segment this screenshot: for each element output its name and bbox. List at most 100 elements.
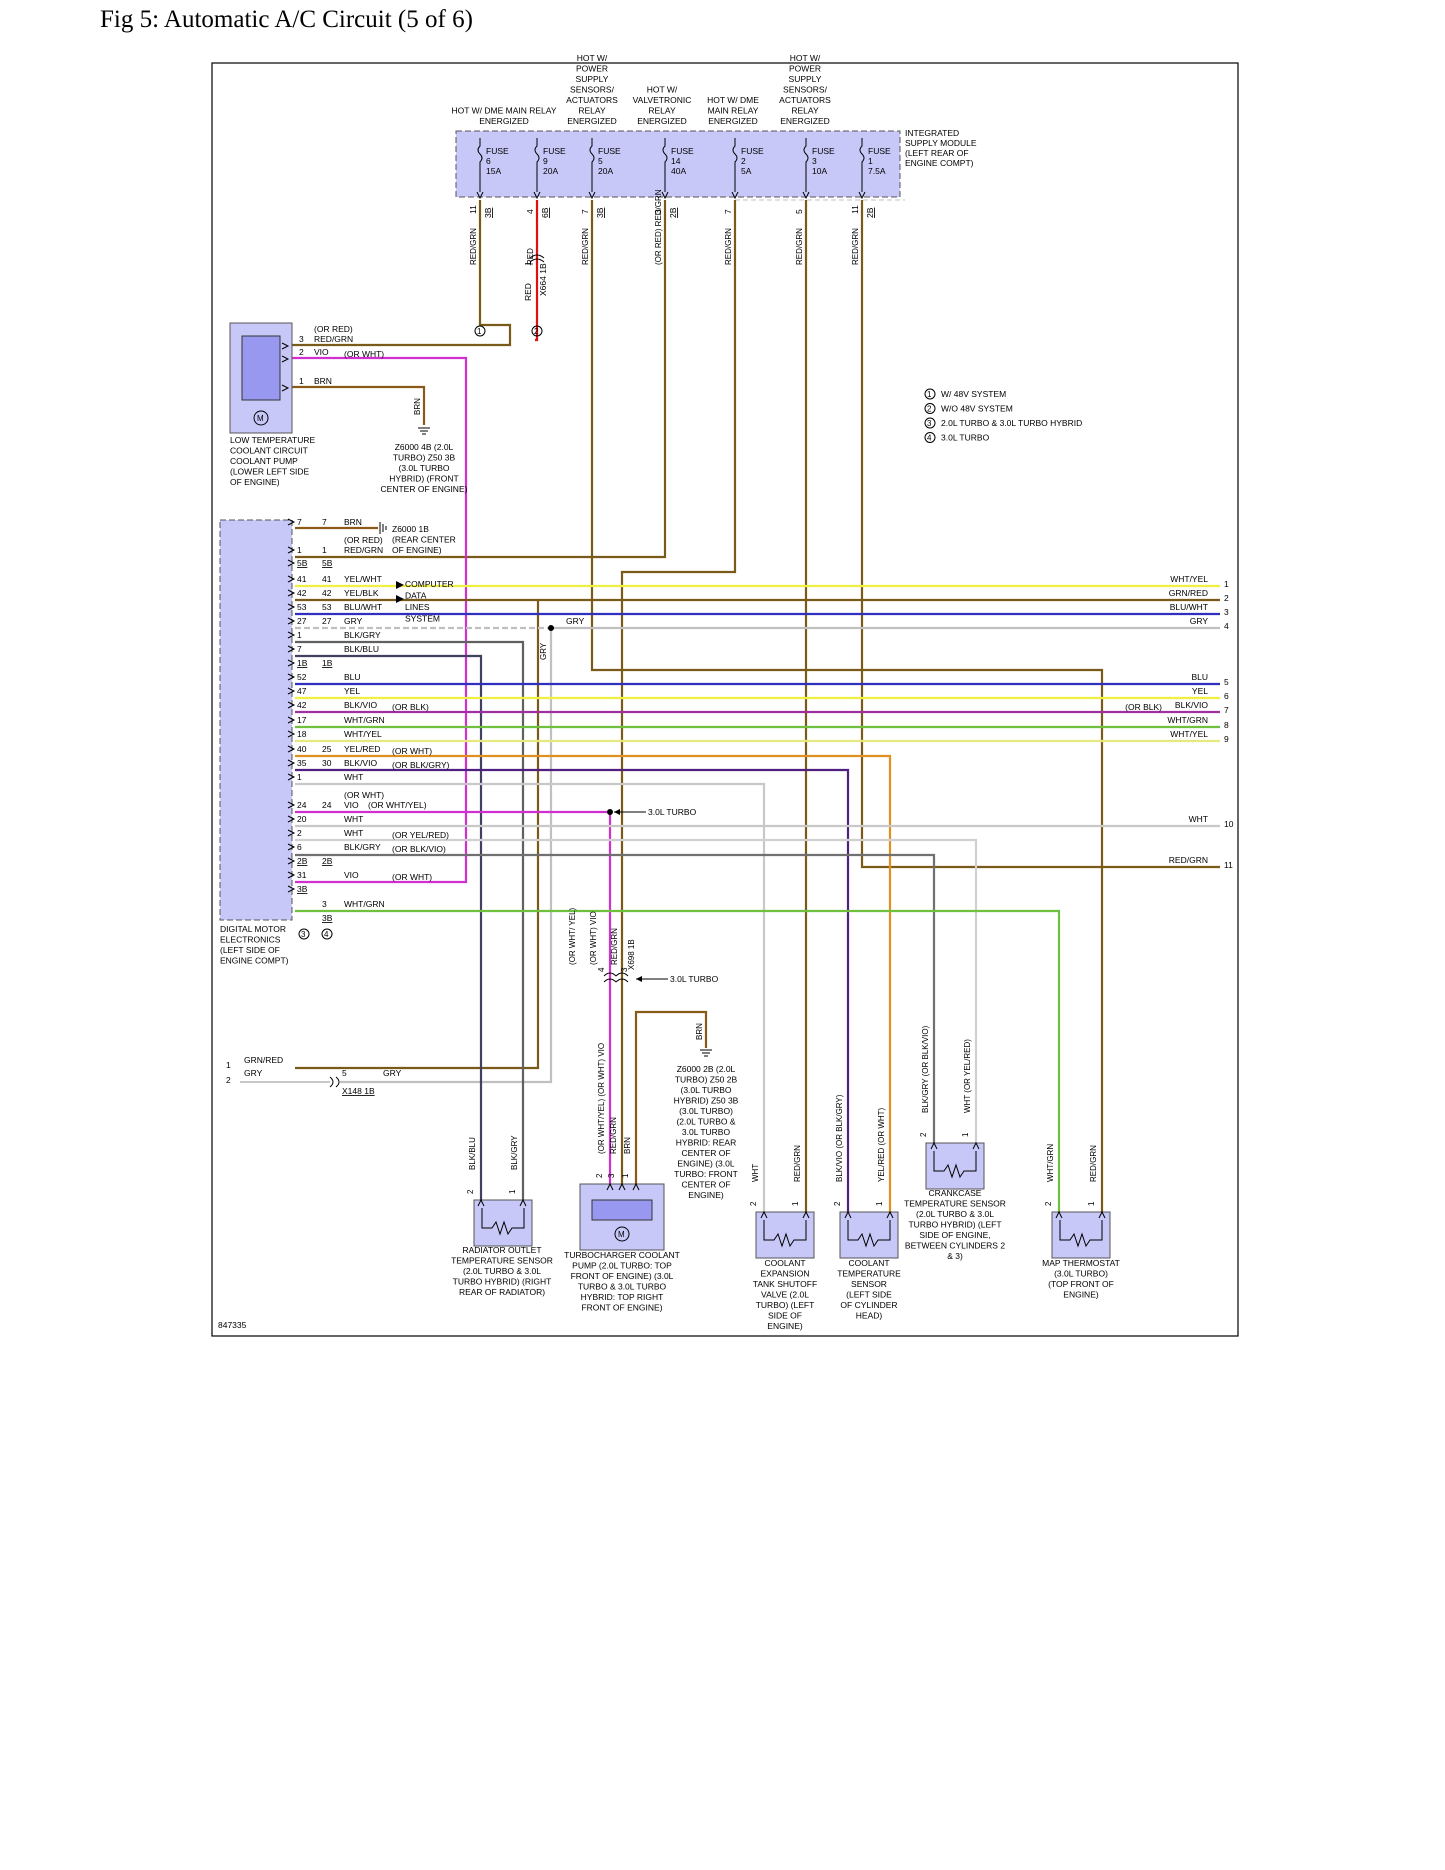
dme-wire: YEL/RED (344, 744, 380, 754)
diagram-frame (211, 62, 1239, 1337)
fuse-symbol (732, 138, 738, 192)
dme-pin-a: 42 (297, 700, 307, 710)
diagram-id: 847335 (218, 1320, 247, 1330)
dme-pin-a: 27 (297, 616, 307, 626)
dme-pin-a: 35 (297, 758, 307, 768)
sensor-wire: RED/GRN (793, 1145, 802, 1182)
dme-wire: BLU/WHT (344, 602, 382, 612)
dme-pin-b: 5B (322, 558, 333, 568)
dme-pin-a: 2B (297, 856, 308, 866)
dme-alt: (OR BLK/VIO) (392, 844, 446, 854)
fuse-pin: 11 (468, 205, 478, 214)
dme-pin-a: 1B (297, 658, 308, 668)
dme-pin-a: 53 (297, 602, 307, 612)
dme-pin-b: 42 (322, 588, 332, 598)
dme-alt: (OR YEL/RED) (392, 830, 449, 840)
dme-pin-b: 2B (322, 856, 333, 866)
sensor-wire: YEL/RED (OR WHT) (877, 1107, 886, 1182)
right-wire-number: 2 (1224, 593, 1229, 603)
sensor-wire: WHT/GRN (1046, 1144, 1055, 1182)
dme-alt: (OR BLK/GRY) (392, 760, 450, 770)
sensor-pin: 1 (875, 1201, 884, 1206)
sensor-pin: 3 (607, 1173, 616, 1178)
pump-low-pin: 2 (299, 347, 304, 357)
dme-wire: BLK/GRY (344, 630, 381, 640)
dme-pin-a: 20 (297, 814, 307, 824)
dme-pin-b: 3B (322, 913, 333, 923)
sensor-pin: 2 (595, 1173, 604, 1178)
legend-number: 3 (927, 419, 932, 428)
legend-text: W/O 48V SYSTEM (941, 404, 1013, 414)
sensor-wire: BLK/BLU (468, 1137, 477, 1170)
dme-wire: YEL (344, 686, 360, 696)
dme-alt: (OR BLK) (392, 702, 429, 712)
legend-text: W/ 48V SYSTEM (941, 389, 1006, 399)
sensor-element-icon (933, 1151, 977, 1179)
dme-pin-a: 2 (297, 828, 302, 838)
fuse-symbol (859, 138, 865, 192)
fuse-pin: 7 (723, 209, 733, 214)
ground-4b-wire: BRN (413, 398, 422, 415)
motor-icon (614, 1226, 630, 1242)
gry-splice-down-label: GRY (539, 642, 548, 660)
legend-marker (924, 388, 936, 400)
dme-wire: WHT (344, 814, 363, 824)
dme-alt: (OR WHT) (392, 872, 432, 882)
dme-pin-a: 24 (297, 800, 307, 810)
connector-x664: 1 X664 1B RED (523, 254, 548, 301)
x148-left-2: 2 (226, 1075, 231, 1085)
sensor-wire: BLK/GRY (OR BLK/VIO) (921, 1025, 930, 1113)
dme-wire: WHT/GRN (344, 715, 385, 725)
dme-pin-b: 27 (322, 616, 332, 626)
dme-pin-b: 41 (322, 574, 332, 584)
connector-x148: 1 GRN/RED 2 GRY 5 GRY X148 1B (226, 1055, 402, 1096)
fuse-wire: RED/GRN (795, 228, 804, 265)
dme-alt: (OR WHT) (392, 746, 432, 756)
right-wire-number: 5 (1224, 677, 1229, 687)
dme-pin-b: 25 (322, 744, 332, 754)
motor-icon (253, 410, 269, 426)
legend-marker (924, 403, 936, 414)
right-wire-label: YEL (1192, 686, 1208, 696)
dme-wire: VIO (344, 800, 359, 810)
wires (286, 200, 1220, 1212)
legend-marker (924, 417, 936, 429)
page-title: Fig 5: Automatic A/C Circuit (5 of 6) (100, 6, 473, 33)
legend-text: 2.0L TURBO & 3.0L TURBO HYBRID (941, 418, 1082, 428)
sensor-pin: 1 (1087, 1201, 1096, 1206)
option-markers-dme: 3 4 (298, 928, 333, 940)
dme-pin-a: 31 (297, 870, 307, 880)
fuse-conn: 6B (540, 207, 550, 218)
right-wire-number: 10 (1224, 819, 1234, 829)
x148-pin: 5 (342, 1068, 347, 1078)
option-markers-top: 1 2 (474, 325, 543, 337)
right-wire-number: 4 (1224, 621, 1229, 631)
sensor-pin: 2 (1044, 1201, 1053, 1206)
dme-wire: WHT (344, 772, 363, 782)
dme-pin-a: 6 (297, 842, 302, 852)
legend-number: 2 (927, 405, 932, 414)
dme-pin-b: 1B (322, 658, 333, 668)
dme-wire: YEL/WHT (344, 574, 382, 584)
turbo-note-splice: 3.0L TURBO (607, 807, 697, 817)
dme-pin-a: 17 (297, 715, 307, 725)
